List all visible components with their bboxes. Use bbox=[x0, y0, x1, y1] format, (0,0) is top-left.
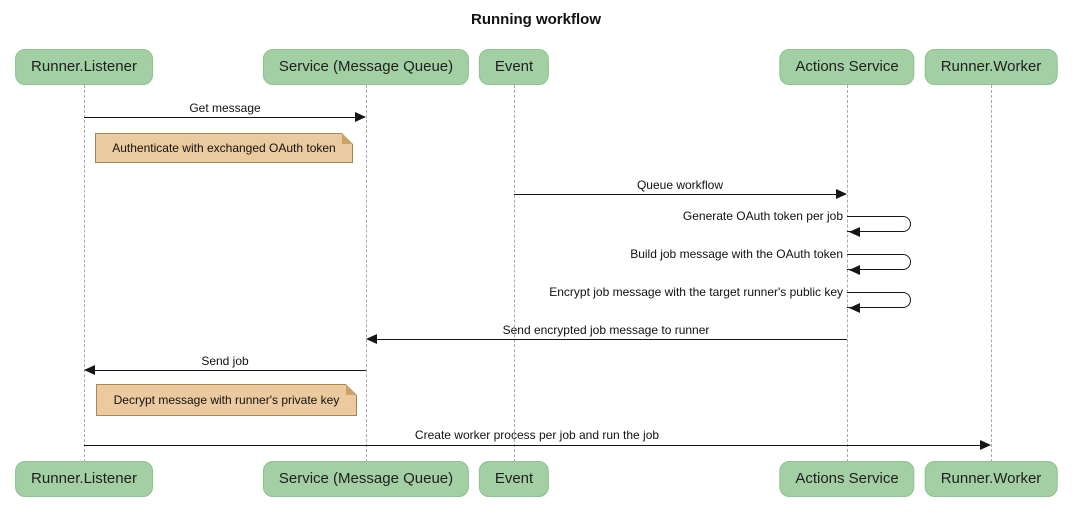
participant-bottom-actions-service: Actions Service bbox=[779, 461, 915, 497]
self-message-loop bbox=[847, 254, 911, 270]
note-text: Authenticate with exchanged OAuth token bbox=[112, 141, 336, 155]
lifeline-runner-listener bbox=[84, 85, 85, 462]
note-authenticate-oauth: Authenticate with exchanged OAuth token bbox=[95, 133, 353, 163]
message-line-send-encrypted bbox=[377, 339, 847, 340]
lifeline-event bbox=[514, 85, 515, 462]
note-decrypt-message: Decrypt message with runner's private ke… bbox=[96, 384, 357, 416]
message-label-generate-oauth-token: Generate OAuth token per job bbox=[682, 209, 843, 223]
participant-bottom-runner-worker: Runner.Worker bbox=[924, 461, 1058, 497]
participant-bottom-event: Event bbox=[478, 461, 550, 497]
arrowhead-right-icon bbox=[980, 440, 991, 450]
lifeline-runner-worker bbox=[991, 85, 992, 462]
message-label-send-encrypted: Send encrypted job message to runner bbox=[502, 323, 710, 337]
participant-bottom-runner-listener: Runner.Listener bbox=[15, 461, 153, 497]
message-label-build-job-message: Build job message with the OAuth token bbox=[630, 247, 843, 261]
message-line-get-message bbox=[84, 117, 355, 118]
message-line-create-worker bbox=[84, 445, 980, 446]
arrowhead-left-icon bbox=[849, 227, 860, 237]
lifeline-service-message-queue bbox=[366, 85, 367, 462]
participant-top-runner-worker: Runner.Worker bbox=[924, 49, 1058, 85]
self-message-loop bbox=[847, 216, 911, 232]
arrowhead-left-icon bbox=[849, 265, 860, 275]
arrowhead-left-icon bbox=[366, 334, 377, 344]
participant-top-event: Event bbox=[478, 49, 550, 85]
participant-top-actions-service: Actions Service bbox=[779, 49, 915, 85]
lifeline-actions-service bbox=[847, 85, 848, 462]
participant-top-service-message-queue: Service (Message Queue) bbox=[262, 49, 470, 85]
note-text: Decrypt message with runner's private ke… bbox=[113, 393, 340, 407]
message-label-send-job: Send job bbox=[201, 354, 249, 368]
arrowhead-right-icon bbox=[355, 112, 366, 122]
participant-top-runner-listener: Runner.Listener bbox=[15, 49, 153, 85]
message-label-create-worker: Create worker process per job and run th… bbox=[414, 428, 660, 442]
message-label-queue-workflow: Queue workflow bbox=[636, 178, 724, 192]
participant-bottom-service-message-queue: Service (Message Queue) bbox=[262, 461, 470, 497]
message-line-send-job bbox=[95, 370, 366, 371]
arrowhead-right-icon bbox=[836, 189, 847, 199]
message-label-get-message: Get message bbox=[189, 101, 261, 115]
message-line-queue-workflow bbox=[514, 194, 836, 195]
diagram-title: Running workflow bbox=[471, 11, 601, 28]
arrowhead-left-icon bbox=[849, 303, 860, 313]
self-message-loop bbox=[847, 292, 911, 308]
arrowhead-left-icon bbox=[84, 365, 95, 375]
message-label-encrypt-job-message: Encrypt job message with the target runn… bbox=[549, 285, 843, 299]
